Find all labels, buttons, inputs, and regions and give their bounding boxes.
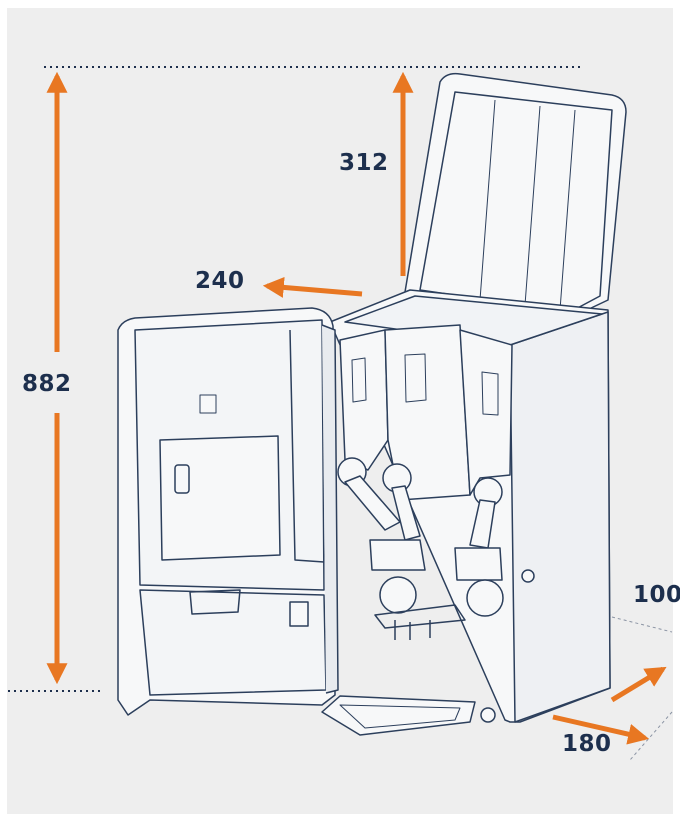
front-foot xyxy=(480,707,496,723)
machine-illustration xyxy=(117,72,627,736)
door-swing-label: 240 xyxy=(195,268,245,294)
drip-tray-inner xyxy=(339,704,461,729)
side-clearance-arrow xyxy=(610,666,667,703)
side-guide-line xyxy=(611,616,673,633)
lid-ribs xyxy=(479,99,576,311)
control-board xyxy=(159,435,281,561)
side-clearance-label: 100 xyxy=(633,582,680,608)
door-hinge-strip xyxy=(321,324,339,694)
thin-guide-lines xyxy=(611,616,673,761)
keylock xyxy=(521,569,535,583)
depth-label: 180 xyxy=(562,731,612,757)
mixer-assembly xyxy=(337,457,504,640)
door-label xyxy=(199,394,217,414)
canister-windows xyxy=(351,353,499,416)
dimension-arrows xyxy=(46,71,667,745)
depth-arrow xyxy=(552,714,650,745)
cabinet-side-face xyxy=(509,311,611,723)
canister-middle xyxy=(384,324,471,501)
total-height-label: 882 xyxy=(22,371,72,397)
lid-height-label: 312 xyxy=(339,150,389,176)
door-edge xyxy=(289,329,325,563)
drip-tray xyxy=(321,695,476,736)
door-latch xyxy=(289,601,309,627)
lid xyxy=(404,72,627,319)
depth-guide-line xyxy=(629,711,673,761)
door-swing-arrow xyxy=(262,276,363,298)
door-hatch xyxy=(189,589,241,615)
canister-right xyxy=(459,329,513,496)
control-board-slot xyxy=(174,464,190,494)
